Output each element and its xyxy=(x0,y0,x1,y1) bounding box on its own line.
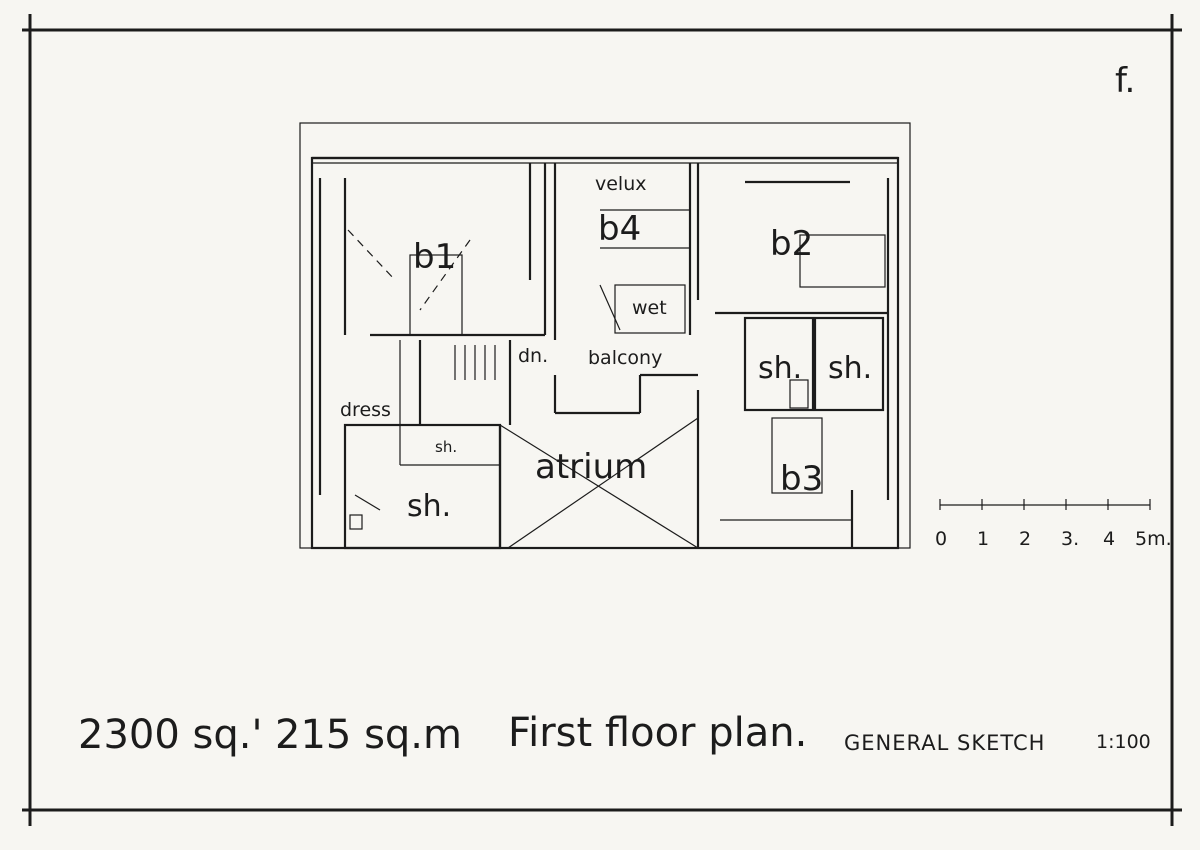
room-label-b2: b2 xyxy=(770,224,813,264)
room-label-sh-small: sh. xyxy=(435,438,457,456)
corner-mark: f. xyxy=(1115,61,1135,101)
plan-title: First floor plan. xyxy=(508,710,807,756)
scale-bar: 0 1 2 3. 4 5m. xyxy=(935,499,1172,550)
scale-tick-3: 3. xyxy=(1061,528,1079,550)
room-label-dn: dn. xyxy=(518,345,548,367)
room-label-balcony: balcony xyxy=(588,347,662,369)
scale-tick-5: 5m. xyxy=(1135,528,1172,550)
room-label-b4: b4 xyxy=(598,209,641,249)
room-label-atrium: atrium xyxy=(535,447,647,487)
scale-tick-4: 4 xyxy=(1103,528,1115,550)
scale-tick-0: 0 xyxy=(935,528,947,550)
room-label-sh-left: sh. xyxy=(407,489,451,524)
scale-tick-1: 1 xyxy=(977,528,989,550)
walls xyxy=(312,156,898,550)
room-label-sh-right: sh. xyxy=(828,351,872,386)
room-label-b3: b3 xyxy=(780,459,823,499)
room-label-sh-mid: sh. xyxy=(758,351,802,386)
room-label-velux: velux xyxy=(595,173,647,195)
room-label-wet: wet xyxy=(632,297,667,319)
area-sqm: 215 sq.m xyxy=(275,712,462,758)
area-sqft: 2300 sq.' xyxy=(78,712,262,758)
room-labels: b1 velux b4 b2 wet dn. balcony dress sh.… xyxy=(340,173,872,524)
title-block: 2300 sq.' 215 sq.m First floor plan. GEN… xyxy=(78,710,1151,758)
plan-scale: 1:100 xyxy=(1096,731,1151,753)
sheet-border xyxy=(22,14,1182,826)
scale-tick-2: 2 xyxy=(1019,528,1031,550)
plan-subtitle: GENERAL SKETCH xyxy=(844,731,1045,755)
room-label-dress: dress xyxy=(340,399,391,421)
room-label-b1: b1 xyxy=(413,237,456,277)
